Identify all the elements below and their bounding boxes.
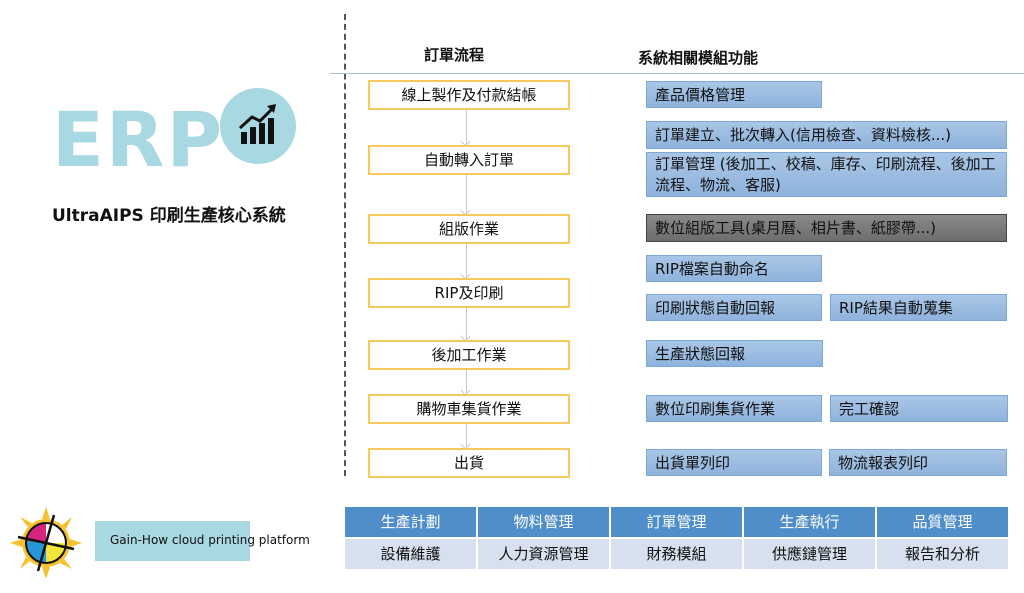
table-cell: 報告和分析	[877, 539, 1008, 569]
table-header-cell: 生產執行	[744, 507, 875, 537]
flow-step: RIP及印刷	[368, 278, 570, 308]
module-box: 產品價格管理	[646, 81, 822, 108]
arrow-down-icon	[466, 370, 467, 394]
table-header-cell: 物料管理	[478, 507, 609, 537]
arrow-down-icon	[466, 424, 467, 448]
table-cell: 設備維護	[345, 539, 476, 569]
table-cell: 供應鏈管理	[744, 539, 875, 569]
module-box-highlight: 數位組版工具(桌月曆、相片書、紙膠帶...)	[646, 214, 1007, 242]
flow-step: 購物車集貨作業	[368, 394, 570, 424]
module-box: 完工確認	[830, 395, 1008, 422]
module-box: 數位印刷集貨作業	[646, 395, 822, 422]
module-box: 訂單管理 (後加工、校稿、庫存、印刷流程、後加工流程、物流、客服)	[646, 152, 1007, 197]
flow-step: 後加工作業	[368, 340, 570, 370]
flow-step: 線上製作及付款結帳	[368, 80, 570, 110]
flow-step: 組版作業	[368, 214, 570, 244]
table-cell: 人力資源管理	[478, 539, 609, 569]
flow-header: 訂單流程	[424, 46, 485, 64]
arrow-down-icon	[466, 308, 467, 340]
table-header-cell: 品質管理	[877, 507, 1008, 537]
module-box: RIP檔案自動命名	[646, 255, 822, 282]
platform-banner	[95, 521, 250, 561]
module-box: 印刷狀態自動回報	[646, 294, 822, 321]
modules-header: 系統相關模組功能	[638, 49, 759, 67]
module-box: 出貨單列印	[646, 449, 822, 476]
arrow-down-icon	[466, 110, 467, 145]
table-cell: 財務模組	[611, 539, 742, 569]
header-divider	[330, 73, 1024, 74]
gain-how-sun-logo-icon	[8, 505, 84, 585]
erp-title: ERP	[52, 95, 225, 184]
module-box: 物流報表列印	[829, 449, 1007, 476]
arrow-down-icon	[466, 175, 467, 214]
module-box: 生產狀態回報	[646, 340, 823, 367]
module-box: RIP結果自動蒐集	[830, 294, 1007, 321]
table-header-cell: 訂單管理	[611, 507, 742, 537]
erp-modules-table: 生產計劃 物料管理 訂單管理 生產執行 品質管理 設備維護 人力資源管理 財務模…	[345, 507, 1008, 569]
platform-label: Gain-How cloud printing platform	[110, 533, 310, 547]
flow-step: 出貨	[368, 448, 570, 478]
flow-step: 自動轉入訂單	[368, 145, 570, 175]
system-subtitle: UltraAIPS 印刷生產核心系統	[52, 206, 286, 226]
growth-chart-icon	[220, 88, 296, 164]
arrow-down-icon	[466, 244, 467, 278]
module-box: 訂單建立、批次轉入(信用檢查、資料檢核...)	[646, 121, 1007, 149]
table-header-cell: 生產計劃	[345, 507, 476, 537]
divider-dashed	[344, 14, 346, 476]
